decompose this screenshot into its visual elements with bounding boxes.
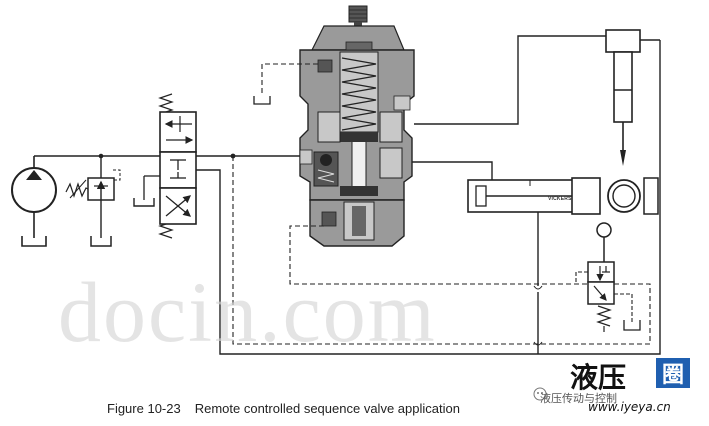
cylinder-brand-label: VICKERS bbox=[548, 196, 572, 202]
relief-valve-icon bbox=[65, 169, 121, 247]
outlet-lines bbox=[412, 35, 608, 180]
drain-line bbox=[261, 63, 318, 96]
pump-icon bbox=[11, 156, 57, 247]
figure-title: Remote controlled sequence valve applica… bbox=[194, 401, 460, 416]
logo-wechat-text: 液压传动与控制 bbox=[540, 392, 617, 405]
work-cylinder-icon bbox=[467, 177, 601, 215]
pressure-line bbox=[34, 153, 174, 178]
directional-valve-icon bbox=[133, 93, 197, 239]
site-logo: 液压 圈 液压传动与控制 www.iyeya.cn bbox=[532, 356, 706, 424]
drain-tank-icon bbox=[253, 96, 271, 105]
logo-brand-text: 液压 bbox=[570, 361, 627, 394]
figure-caption: Figure 10-23 Remote controlled sequence v… bbox=[107, 401, 460, 416]
remote-pilot-line bbox=[289, 225, 651, 344]
logo-url: www.iyeya.cn bbox=[588, 400, 671, 414]
wechat-icon bbox=[533, 387, 547, 401]
working-lines bbox=[196, 153, 661, 355]
pilot-valve-icon bbox=[575, 222, 641, 332]
sequence-valve-icon bbox=[299, 5, 415, 247]
clamp-cylinder-icon bbox=[605, 29, 661, 176]
roller-icon bbox=[607, 177, 659, 215]
watermark: docin.com bbox=[58, 264, 437, 360]
figure-number: Figure 10-23 bbox=[107, 401, 181, 416]
logo-badge: 圈 bbox=[656, 358, 690, 388]
